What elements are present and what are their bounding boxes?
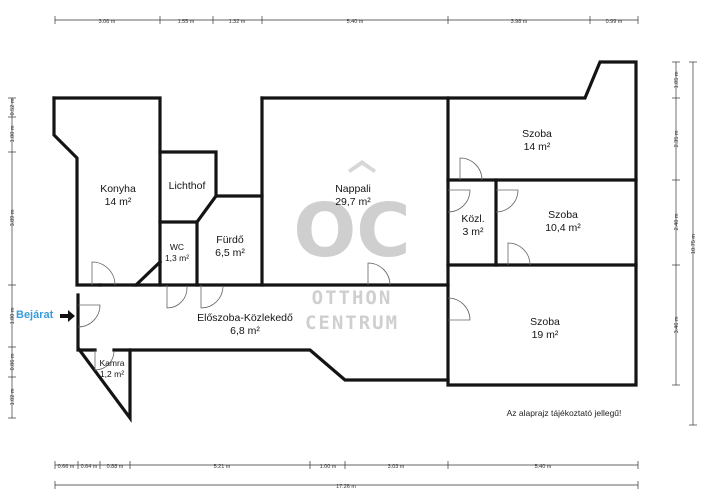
dim-right-3: 3.46 m (674, 316, 680, 333)
kamra-name: Kamra (99, 358, 124, 368)
szoba3-area: 19 m² (532, 329, 559, 341)
konyha-name: Konyha (100, 183, 136, 195)
doors (77, 157, 531, 371)
disclaimer-note: Az alaprajz tájékoztató jellegű! (507, 408, 622, 418)
bottom-dimensions: 0.66 m 0.64 m 0.88 m 5.21 m 1.00 m 3.03 … (54, 461, 639, 490)
dim-bottom-0: 0.66 m (58, 464, 75, 470)
watermark-line2: CENTRUM (305, 312, 399, 334)
eloszoba-area: 6,8 m² (230, 325, 260, 337)
dim-top-3: 5.40 m (347, 19, 364, 25)
dim-top-1: 1.55 m (178, 19, 195, 25)
dim-bottom-6: 5.40 m (535, 464, 552, 470)
entrance-arrow-icon (60, 310, 75, 322)
nappali-area: 29,7 m² (335, 196, 371, 208)
dim-top-2: 1.32 m (229, 19, 246, 25)
dim-left-2: 3.89 m (10, 209, 16, 226)
right-dimensions: 1.05 m 2.35 m 2.40 m 3.46 m 10.75 m (672, 61, 697, 426)
room-labels: Konyha 14 m² Lichthof Fürdő 6,5 m² WC 1,… (99, 128, 581, 379)
dim-left-4: 0.86 m (10, 353, 16, 370)
kozl-name: Közl. (461, 213, 484, 225)
watermark: OC OTTHON CENTRUM (293, 160, 411, 334)
dim-total-width: 17.26 m (336, 484, 356, 490)
dim-bottom-1: 0.64 m (81, 464, 98, 470)
lichthof-name: Lichthof (169, 180, 206, 192)
dim-bottom-2: 0.88 m (107, 464, 124, 470)
wc-area: 1,3 m² (165, 253, 189, 263)
szoba1-name: Szoba (522, 128, 552, 140)
dim-right-0: 1.05 m (674, 71, 680, 88)
eloszoba-name: Előszoba-Közlekedő (197, 312, 293, 324)
dim-right-2: 2.40 m (674, 213, 680, 230)
entrance-label: Bejárat (16, 309, 54, 321)
kamra-area: 1,2 m² (100, 369, 124, 379)
szoba3-name: Szoba (530, 316, 560, 328)
dim-left-0: 0.52 m (10, 98, 16, 115)
dim-bottom-4: 1.00 m (320, 464, 337, 470)
dim-right-1: 2.35 m (674, 130, 680, 147)
dim-top-5: 0.99 m (606, 19, 623, 25)
watermark-roof-icon (348, 160, 376, 173)
szoba2-name: Szoba (548, 209, 578, 221)
top-dimensions: 3.06 m 1.55 m 1.32 m 5.40 m 3.98 m 0.99 … (54, 16, 639, 25)
dim-left-3: 1.80 m (10, 307, 16, 324)
szoba1-area: 14 m² (524, 141, 551, 153)
watermark-line1: OTTHON (312, 287, 393, 309)
kozl-area: 3 m² (463, 226, 485, 238)
dim-top-4: 3.98 m (511, 19, 528, 25)
konyha-area: 14 m² (105, 196, 132, 208)
dim-bottom-3: 5.21 m (214, 464, 231, 470)
walls (52, 60, 638, 423)
furdo-area: 6,5 m² (215, 247, 245, 259)
dim-left-5: 1.02 m (10, 388, 16, 405)
dim-left-1: 1.00 m (10, 125, 16, 142)
dim-total-height: 10.75 m (691, 234, 697, 254)
dim-bottom-5: 3.03 m (388, 464, 405, 470)
dim-top-0: 3.06 m (99, 19, 116, 25)
furdo-name: Fürdő (216, 234, 244, 246)
entrance: Bejárat (16, 309, 75, 322)
szoba2-area: 10,4 m² (545, 222, 581, 234)
wc-name: WC (170, 242, 184, 252)
left-dimensions: 0.52 m 1.00 m 3.89 m 1.80 m 0.86 m 1.02 … (8, 97, 16, 419)
watermark-logo: OC (293, 188, 410, 274)
nappali-name: Nappali (335, 183, 371, 195)
